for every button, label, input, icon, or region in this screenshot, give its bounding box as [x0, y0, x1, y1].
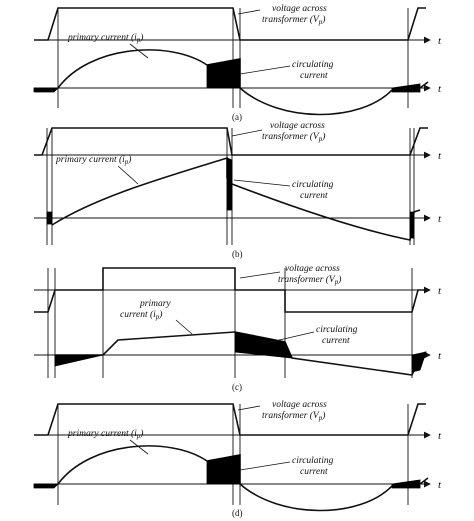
primary-leader [175, 319, 193, 335]
voltage-label: voltage across transformer (Vp) [262, 121, 327, 143]
current-axis-t: t [438, 350, 442, 362]
voltage-label: voltage across transformer (Vp) [278, 264, 342, 286]
circulating-current-block [226, 157, 233, 211]
circulating-current-block [391, 83, 421, 93]
current-axis-t: t [438, 479, 442, 491]
voltage-leader [239, 271, 281, 279]
primary-leader [117, 165, 139, 185]
primary-current-waveform [46, 156, 421, 241]
circulating-leader [233, 179, 291, 187]
voltage-axis-t: t [438, 430, 442, 442]
current-axis-t: t [438, 213, 442, 225]
circulating-current-block [234, 331, 293, 359]
current-tail [419, 477, 429, 485]
voltage-axis-t: t [438, 35, 442, 47]
circulating-leader [239, 461, 291, 471]
primary-label: primary current (ip) [67, 428, 143, 440]
voltage-leader [237, 405, 261, 411]
voltage-label: voltage across transformer (Vp) [262, 4, 329, 26]
circulating-label: circulating current [316, 325, 360, 346]
panel-caption: (b) [232, 249, 243, 259]
primary-label: primary current (ip) [67, 32, 143, 44]
primary-label: primary current (ip) [55, 154, 131, 166]
circulating-leader [261, 331, 315, 345]
primary-leader [129, 43, 149, 59]
circulating-current-block [409, 211, 415, 239]
panel-caption: (a) [232, 112, 242, 122]
circulating-label: circulating current [292, 180, 336, 201]
circulating-label: circulating current [292, 60, 336, 81]
voltage-waveform [34, 403, 426, 436]
voltage-leader [231, 129, 263, 137]
circulating-current-block [33, 483, 59, 489]
current-axis-t: t [438, 83, 442, 95]
panel-c: t t voltage across transformer (Vp) prim… [34, 264, 442, 392]
current-tail [419, 81, 429, 89]
voltage-leader [237, 9, 261, 15]
voltage-axis-t: t [438, 285, 442, 297]
primary-leader [129, 439, 149, 455]
primary-label: primary current (ip) [120, 299, 173, 321]
panel-b: t t voltage across transformer (Vp) prim… [34, 121, 442, 259]
voltage-axis-t: t [438, 150, 442, 162]
circulating-current-block [411, 351, 427, 373]
circulating-current-block [391, 479, 421, 489]
panel-caption: (d) [232, 508, 243, 518]
circulating-leader [239, 65, 291, 75]
circulating-current-block [46, 211, 53, 225]
voltage-label: voltage across transformer (Vp) [262, 400, 329, 422]
panel-a: t t voltage across transformer (Vp) prim… [33, 4, 442, 122]
voltage-waveform [34, 127, 428, 156]
panel-d: t t voltage across transformer (Vp) prim… [33, 400, 442, 518]
circulating-current-block [54, 354, 104, 367]
panel-caption: (c) [232, 382, 242, 392]
circulating-current-block [206, 58, 241, 89]
voltage-waveform [34, 267, 426, 313]
voltage-waveform [34, 7, 426, 41]
circulating-label: circulating current [292, 456, 336, 477]
circulating-current-block [33, 87, 59, 93]
circulating-current-block [206, 454, 241, 485]
